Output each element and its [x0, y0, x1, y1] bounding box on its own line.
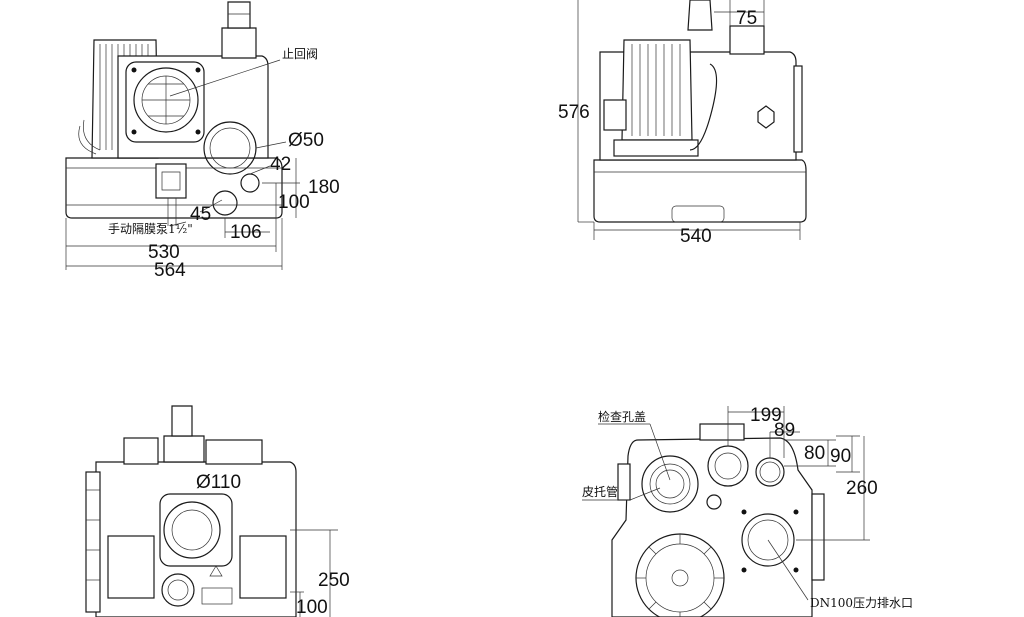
side-motor: [621, 39, 693, 141]
dim-45: 45: [190, 204, 211, 225]
manual-pump: [155, 163, 187, 199]
dim-199: 199: [750, 405, 782, 426]
view-side: 75 576 540: [558, 0, 807, 247]
top-body: [611, 437, 813, 617]
dim-80: 80: [804, 443, 825, 464]
dim-260: 260: [846, 478, 878, 499]
port-45: [212, 190, 238, 216]
dim-100-rear: 100: [296, 597, 328, 617]
label-discharge: DN100压力排水口: [810, 596, 913, 610]
label-check-valve: 止回阀: [282, 47, 318, 61]
dim-90: 90: [830, 446, 851, 467]
top-fitting: [221, 27, 257, 59]
dim-530: 530: [148, 242, 180, 263]
dim-540: 540: [680, 226, 712, 247]
dim-42: 42: [270, 154, 291, 175]
dim-564: 564: [154, 260, 186, 281]
inspection-cover: [641, 455, 699, 513]
dim-100: 100: [278, 192, 310, 213]
port-d110: [163, 501, 221, 559]
side-base: [593, 159, 807, 223]
dim-89: 89: [774, 420, 795, 441]
side-top-fitting: [729, 25, 765, 55]
dim-180: 180: [308, 177, 340, 198]
label-manual-pump: 手动隔膜泵1½": [108, 222, 193, 236]
view-front: 止回阀 Ø50 42 180 100 45 106 手动隔膜泵1½" 530 5…: [65, 1, 340, 281]
label-inspection-cover: 检查孔盖: [598, 409, 646, 424]
dim-d50: Ø50: [288, 130, 324, 151]
dim-d110: Ø110: [196, 472, 241, 493]
dim-75: 75: [736, 8, 757, 29]
view-rear: Ø110 250 100: [85, 405, 350, 617]
dim-106: 106: [230, 222, 262, 243]
dim-250: 250: [318, 570, 350, 591]
dim-576: 576: [558, 102, 590, 123]
view-top: 检查孔盖 皮托管 DN100压力排水口 199 89 80 90 260: [582, 405, 913, 617]
port-dn100: [741, 513, 795, 567]
label-leather-pipe: 皮托管: [582, 484, 618, 499]
